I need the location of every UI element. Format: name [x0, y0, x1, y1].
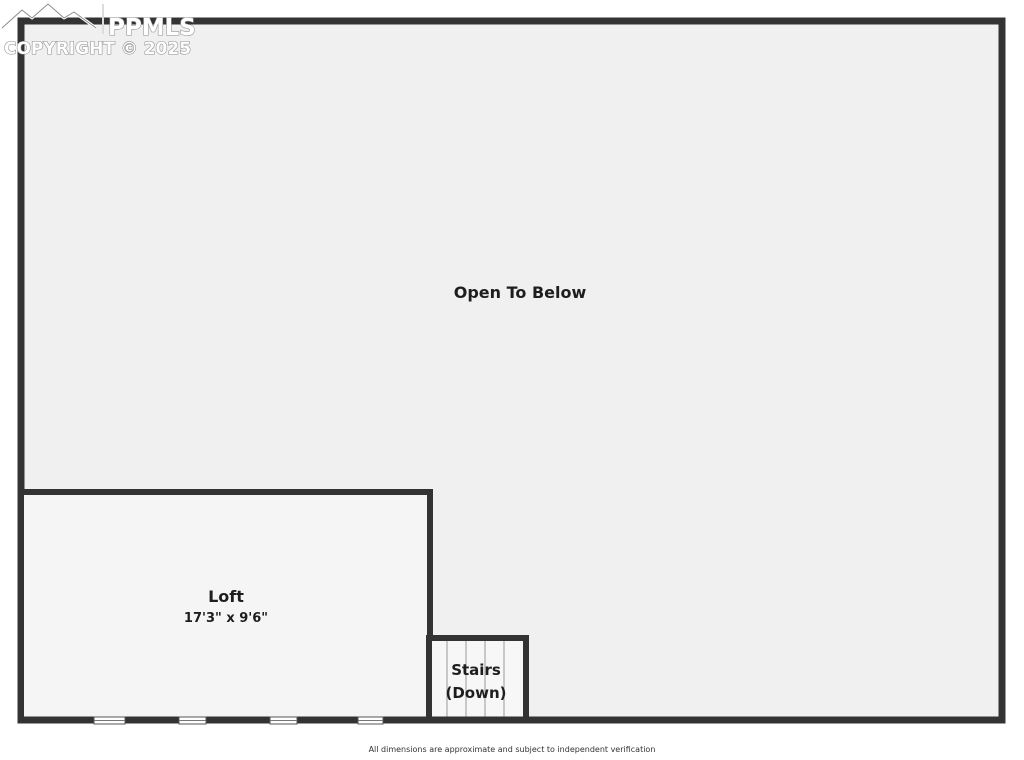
open-to-below-label: Open To Below: [454, 283, 587, 302]
stairs-direction-label: (Down): [445, 684, 506, 702]
loft-label: Loft: [208, 587, 244, 606]
watermark-brand: PPMLS: [108, 15, 196, 41]
window-2: [178, 716, 207, 725]
ppmls-watermark: PPMLS COPYRIGHT © 2025: [0, 2, 196, 60]
window-3: [269, 716, 298, 725]
window-1: [93, 716, 126, 725]
stairs-label: Stairs: [451, 661, 501, 679]
watermark-copyright: COPYRIGHT © 2025: [4, 39, 191, 59]
stairs: [426, 635, 529, 723]
disclaimer: All dimensions are approximate and subje…: [368, 745, 656, 754]
loft-dimensions: 17'3" x 9'6": [184, 611, 268, 626]
window-4: [357, 716, 384, 725]
loft-room: [18, 489, 433, 723]
